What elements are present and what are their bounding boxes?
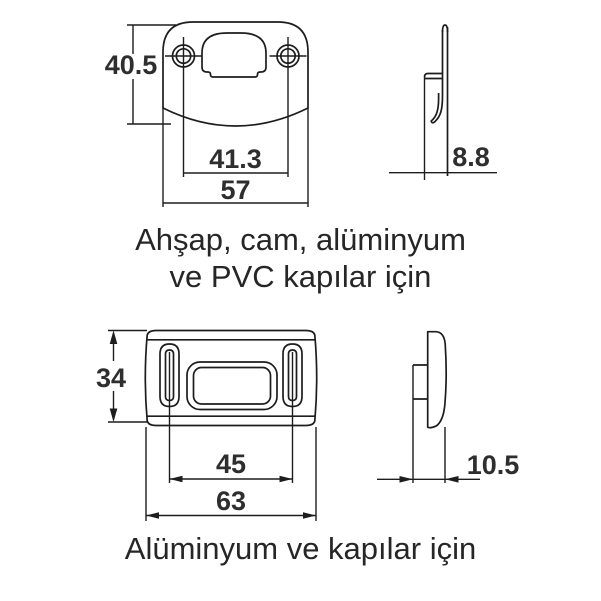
- profile-body: [426, 330, 448, 429]
- top-front-view: 40.5 41.3 57: [105, 21, 309, 207]
- plate-outline: [162, 21, 309, 127]
- width-dimension-label: 63: [216, 486, 246, 516]
- central-cutout-outer: [186, 361, 278, 411]
- plate-outline: [144, 329, 318, 427]
- profile-top-cap: [441, 24, 449, 33]
- caption-top: Ahşap, cam, alüminyum ve PVC kapılar içi…: [0, 221, 601, 295]
- width-arrow-right: [303, 512, 316, 519]
- width-arrow-left: [146, 512, 159, 519]
- central-cutout-inner: [192, 366, 272, 405]
- height-dimension-label: 34: [96, 363, 126, 393]
- bottom-side-view: 10.5: [377, 330, 520, 483]
- slot-right-outer: [282, 343, 303, 408]
- width-dimension-label: 57: [220, 175, 250, 205]
- top-side-view: 8.8: [389, 24, 497, 180]
- slot-spacing-arrow-left: [169, 475, 183, 483]
- height-arrow-down: [109, 408, 118, 422]
- profile-tab: [413, 364, 428, 400]
- height-dimension-label: 40.5: [105, 50, 158, 80]
- slot-right-inner: [287, 349, 298, 402]
- bottom-front-view: 34 45 63: [96, 329, 318, 521]
- depth-dimension-label: 8.8: [452, 142, 490, 172]
- caption-top-line2: ve PVC kapılar için: [169, 259, 432, 294]
- profile-ledge: [423, 72, 443, 80]
- caption-bottom: Alüminyum ve kapılar için: [124, 531, 477, 566]
- depth-dimension-label: 10.5: [467, 450, 520, 480]
- depth-arrow-left: [399, 476, 413, 483]
- slot-left-inner: [164, 349, 175, 402]
- slot-spacing-arrow-right: [279, 475, 293, 483]
- slot-left-outer: [159, 343, 180, 408]
- caption-top-line1: Ahşap, cam, alüminyum: [135, 222, 466, 257]
- slot-spacing-dimension-label: 45: [216, 449, 246, 479]
- height-arrow-up: [109, 330, 118, 344]
- hook-cutout: [201, 32, 267, 78]
- depth-arrow-right: [445, 476, 459, 483]
- hole-spacing-dimension-label: 41.3: [209, 144, 262, 174]
- profile-hook: [430, 30, 444, 124]
